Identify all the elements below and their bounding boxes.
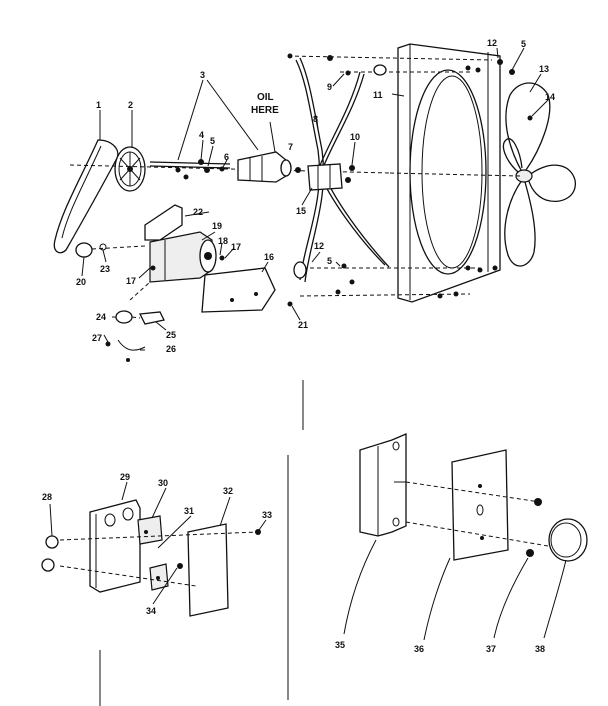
callout-26: 26 <box>166 344 176 354</box>
callout-5-lower: 5 <box>327 256 332 266</box>
bolt-part <box>345 70 351 76</box>
pulley-wheel-part <box>114 146 146 192</box>
screw-part <box>45 535 59 549</box>
bolt-part <box>287 53 293 59</box>
hub-clamp-part <box>295 163 355 191</box>
callout-35: 35 <box>335 640 345 650</box>
callout-17: 17 <box>126 276 136 286</box>
callout-22: 22 <box>193 207 203 217</box>
callout-5: 5 <box>210 136 215 146</box>
washer-part <box>99 243 107 251</box>
screw-part <box>177 563 183 569</box>
callout-38: 38 <box>535 644 545 654</box>
callout-2: 2 <box>128 100 133 110</box>
callout-10: 10 <box>350 132 360 142</box>
bolt-part <box>373 64 387 76</box>
callout-37: 37 <box>486 644 496 654</box>
screw-part <box>150 265 156 271</box>
screw-part <box>534 498 542 506</box>
nut-part <box>219 166 225 172</box>
screw-part <box>105 341 111 347</box>
callout-27: 27 <box>92 333 102 343</box>
washer-part <box>183 174 189 180</box>
bolt-part <box>293 261 307 279</box>
screw-part <box>41 558 55 572</box>
callout-28: 28 <box>42 492 52 502</box>
callout-11: 11 <box>373 90 383 100</box>
callout-29: 29 <box>120 472 130 482</box>
callout-8: 8 <box>313 114 318 124</box>
callout-33: 33 <box>262 510 272 520</box>
callout-12: 12 <box>487 38 497 48</box>
bolt-part <box>341 263 347 269</box>
belt-part <box>53 139 119 254</box>
bolt-part <box>287 301 293 307</box>
nut-part <box>204 167 210 173</box>
callout-25: 25 <box>166 330 176 340</box>
callout-16: 16 <box>264 252 274 262</box>
callout-19: 19 <box>212 221 222 231</box>
callout-24: 24 <box>96 312 106 322</box>
callout-21: 21 <box>298 320 308 330</box>
callout-14: 14 <box>545 92 555 102</box>
nut-part <box>509 69 515 75</box>
screw-part <box>526 549 534 557</box>
motor-base-plate-part <box>201 267 276 313</box>
note-oil-here: OIL HERE <box>251 92 279 116</box>
svg-text:HERE: HERE <box>251 105 279 116</box>
callout-1: 1 <box>96 100 101 110</box>
callout-9: 9 <box>327 82 332 92</box>
callout-12-lower: 12 <box>314 241 324 251</box>
callout-34: 34 <box>146 606 156 616</box>
fan-housing-part <box>397 43 501 303</box>
bolt-part <box>327 55 333 61</box>
callout-23: 23 <box>100 264 110 274</box>
callout-4: 4 <box>199 130 204 140</box>
callout-18: 18 <box>218 236 228 246</box>
callout-36: 36 <box>414 644 424 654</box>
bolt-part <box>335 289 341 295</box>
svg-text:OIL: OIL <box>257 92 274 103</box>
callout-13: 13 <box>539 64 549 74</box>
switch-box-part <box>89 499 141 593</box>
nut-part <box>497 59 503 65</box>
capacitor-part <box>115 281 165 325</box>
fan-blade-part <box>502 82 576 267</box>
callout-31: 31 <box>184 506 194 516</box>
screw-part <box>255 529 261 535</box>
callout-17-motor: 17 <box>231 242 241 252</box>
name-plate-part <box>451 449 509 561</box>
nut-part <box>492 265 498 271</box>
callout-3: 3 <box>200 70 205 80</box>
motor-part <box>149 231 217 283</box>
switch-part <box>137 515 169 591</box>
callout-30: 30 <box>158 478 168 488</box>
bearing-assembly-part <box>237 151 292 183</box>
callout-5-top: 5 <box>521 39 526 49</box>
callout-6: 6 <box>224 152 229 162</box>
shaft-part <box>149 161 231 169</box>
callout-15: 15 <box>296 206 306 216</box>
knob-part <box>75 242 93 258</box>
motor-bracket-part <box>144 204 183 241</box>
switch-cover-plate-part <box>187 523 229 617</box>
callout-labels: 1 2 3 4 5 6 7 8 9 10 11 12 13 14 15 16 1… <box>42 38 555 654</box>
mounting-bracket-part <box>359 433 407 537</box>
callout-7: 7 <box>288 142 293 152</box>
wire-part <box>117 339 146 351</box>
bolt-part <box>349 279 355 285</box>
washer-part <box>198 159 204 165</box>
callout-20: 20 <box>76 277 86 287</box>
washer-part <box>175 167 181 173</box>
callout-32: 32 <box>223 486 233 496</box>
screw-part <box>219 255 225 261</box>
